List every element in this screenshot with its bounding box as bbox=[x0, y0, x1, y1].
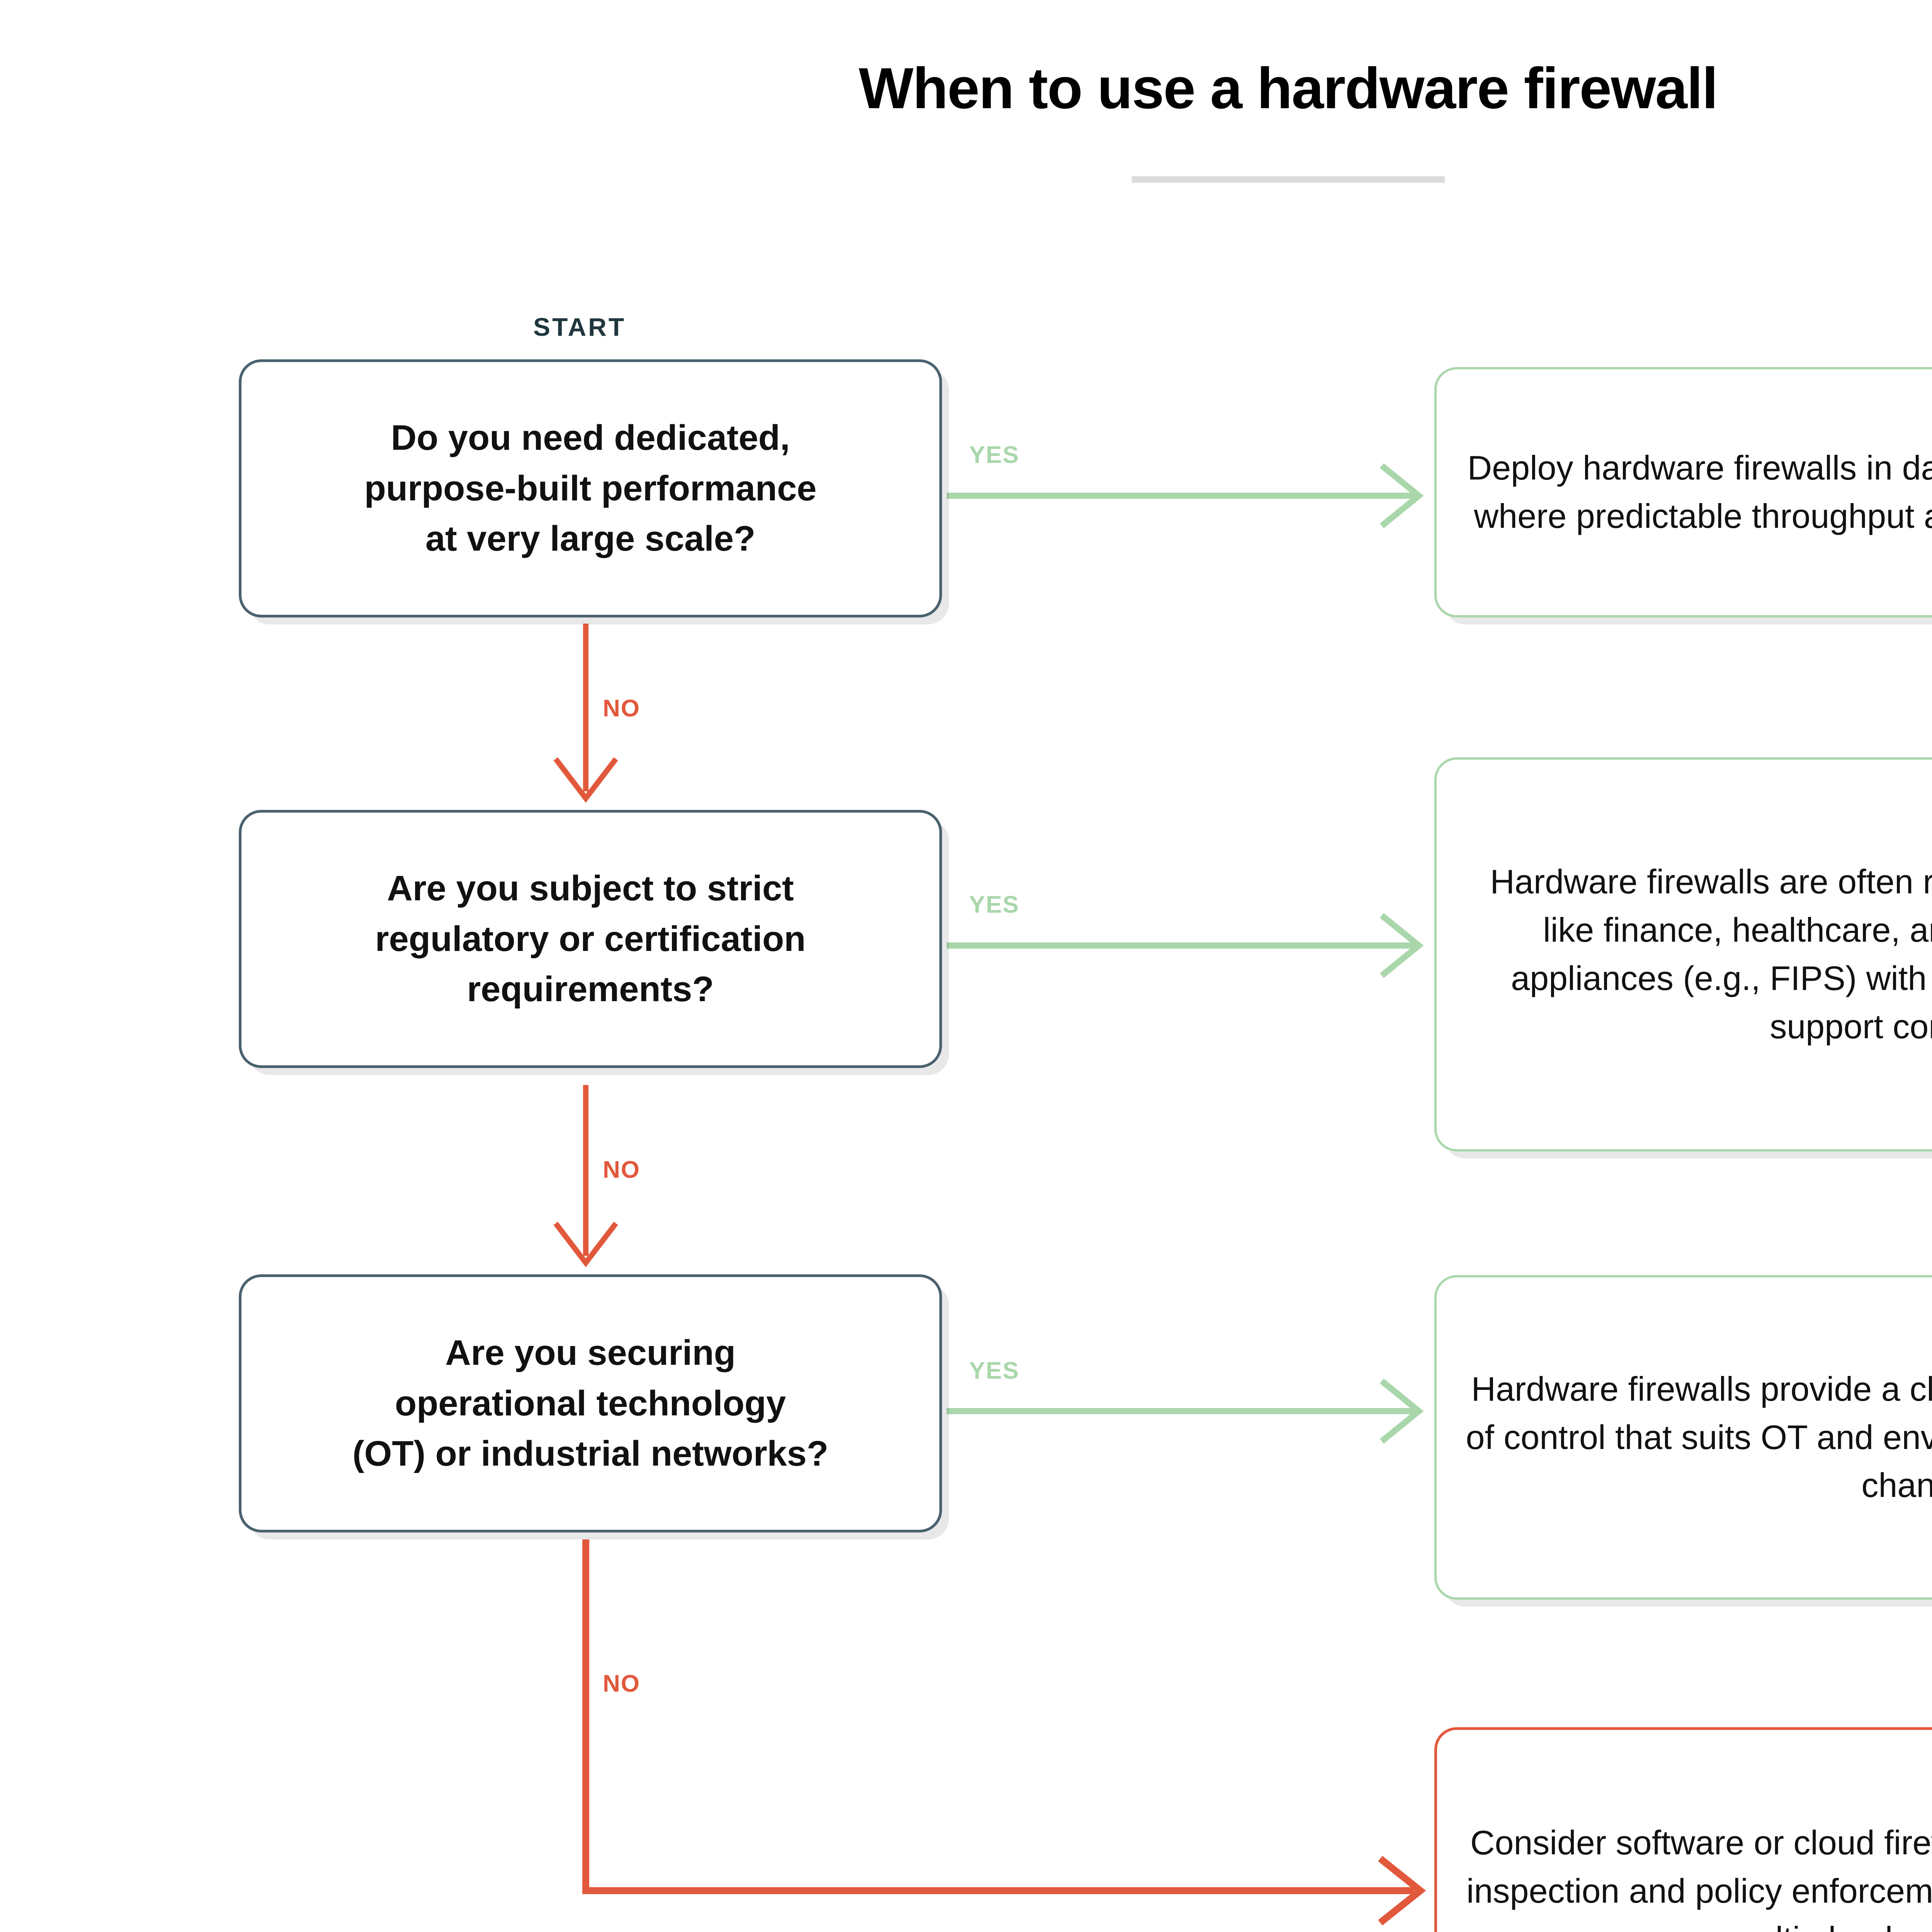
decision-node-text: Do you need dedicated, purpose-built per… bbox=[364, 418, 817, 559]
outcome-node-regulated-sectors[interactable]: Hardware firewalls are often required in… bbox=[1434, 757, 1932, 1151]
outcome-node-text: Consider software or cloud firewalls, wh… bbox=[1466, 1823, 1932, 1932]
decision-node-text: Are you subject to strict regulatory or … bbox=[375, 869, 806, 1009]
decision-node-ot[interactable]: Are you securing operational technology … bbox=[239, 1274, 942, 1532]
decision-node-text: Are you securing operational technology … bbox=[352, 1333, 828, 1474]
arrow-no-3 bbox=[582, 1539, 1426, 1926]
outcome-node-ot-control[interactable]: Hardware firewalls provide a clear, phys… bbox=[1434, 1275, 1932, 1600]
outcome-node-software-cloud[interactable]: Consider software or cloud firewalls, wh… bbox=[1434, 1727, 1932, 1932]
outcome-node-text: Hardware firewalls are often required in… bbox=[1490, 862, 1932, 1046]
decision-node-performance[interactable]: Do you need dedicated, purpose-built per… bbox=[239, 359, 942, 617]
edge-label-yes-3: YES bbox=[969, 1357, 1020, 1384]
outcome-node-text: Deploy hardware firewalls in data center… bbox=[1467, 449, 1932, 535]
page-title: When to use a hardware firewall bbox=[859, 56, 1718, 121]
edge-label-yes-1: YES bbox=[969, 442, 1020, 468]
edge-label-no-3: NO bbox=[603, 1670, 640, 1697]
edge-label-no-1: NO bbox=[603, 695, 640, 722]
arrow-yes-3 bbox=[947, 1378, 1424, 1444]
arrow-yes-1 bbox=[947, 463, 1424, 529]
start-label: START bbox=[533, 313, 626, 341]
edge-label-yes-2: YES bbox=[969, 891, 1020, 918]
arrow-yes-2 bbox=[947, 913, 1424, 978]
decision-node-regulatory[interactable]: Are you subject to strict regulatory or … bbox=[239, 810, 942, 1068]
edge-label-no-2: NO bbox=[603, 1156, 640, 1183]
outcome-node-data-centers[interactable]: Deploy hardware firewalls in data center… bbox=[1434, 367, 1932, 617]
header: When to use a hardware firewall bbox=[0, 58, 1932, 183]
title-divider bbox=[1131, 176, 1445, 183]
outcome-node-text: Hardware firewalls provide a clear, phys… bbox=[1466, 1369, 1932, 1505]
